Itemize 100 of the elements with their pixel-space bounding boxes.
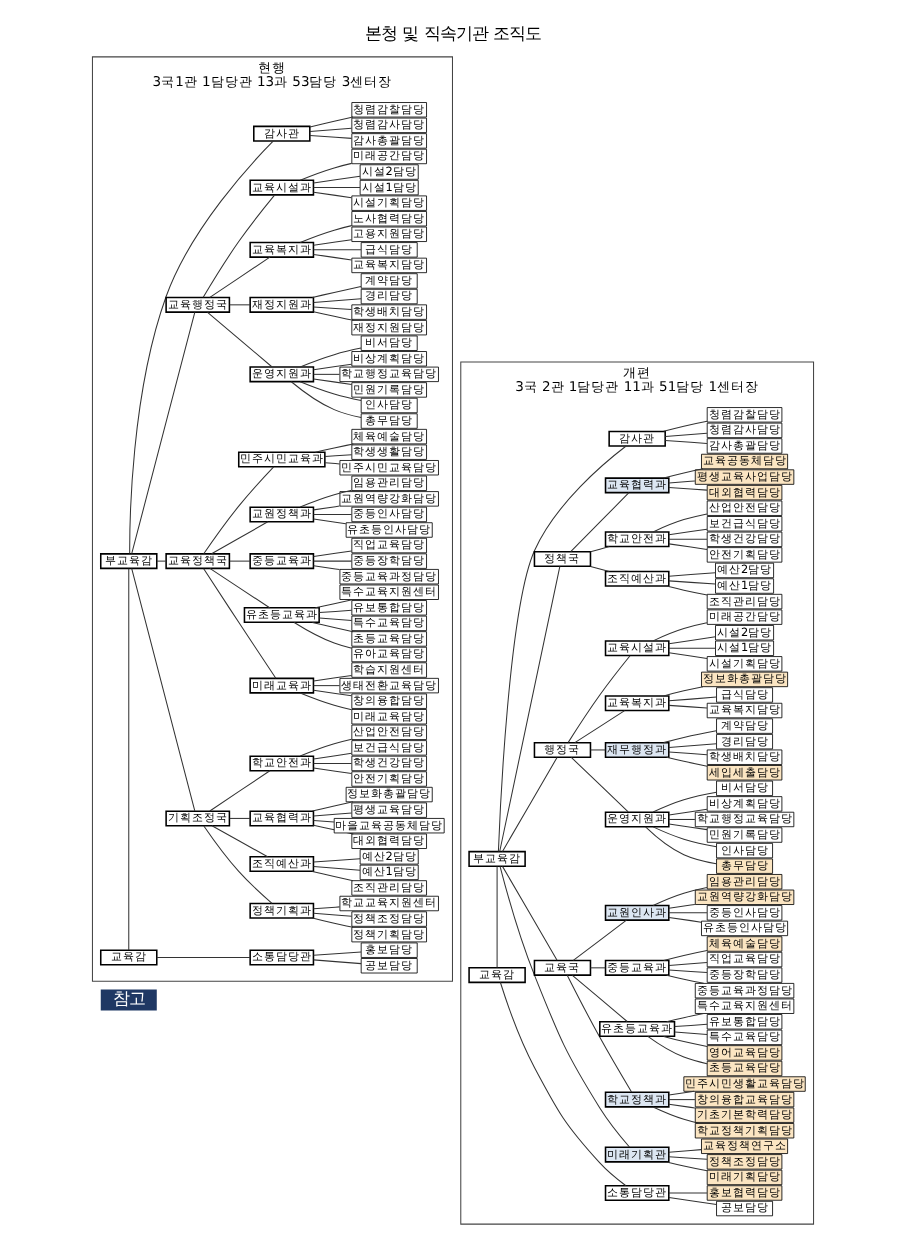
connector: [667, 704, 707, 709]
connector: [312, 373, 340, 375]
connector: [667, 1149, 701, 1153]
connector: [228, 560, 250, 562]
connector: [206, 311, 272, 368]
connector: [665, 756, 707, 767]
connector: [651, 791, 716, 813]
connector: [228, 817, 250, 819]
connector: [312, 378, 352, 386]
connector: [312, 674, 352, 682]
connector: [498, 982, 626, 1186]
connector: [312, 175, 360, 184]
connector: [130, 311, 195, 555]
connector: [665, 1161, 707, 1172]
connector: [667, 1197, 716, 1206]
connector: [667, 543, 707, 550]
connector: [312, 253, 352, 261]
connector: [665, 1013, 704, 1023]
connector: [665, 585, 707, 596]
connector: [308, 116, 353, 128]
connector: [312, 689, 352, 697]
connector: [667, 912, 707, 914]
connector: [298, 692, 352, 711]
connector: [312, 820, 334, 823]
connector: [667, 1099, 695, 1101]
connector: [570, 974, 627, 1022]
connector: [228, 304, 250, 306]
connector: [573, 710, 625, 744]
connector: [289, 381, 361, 418]
connector: [312, 298, 361, 303]
connector: [312, 812, 352, 817]
connector: [130, 568, 195, 812]
connector: [667, 1192, 707, 1194]
connector: [566, 655, 630, 743]
connector: [667, 572, 715, 577]
connector: [317, 617, 352, 621]
connector: [589, 749, 605, 751]
connector: [208, 770, 270, 812]
diagram-title: 본청 및 직속기관 조직도: [364, 23, 540, 44]
connector: [673, 1031, 707, 1035]
connector: [310, 917, 353, 928]
connector: [127, 568, 129, 951]
connector: [667, 818, 695, 820]
connector: [312, 906, 340, 910]
connector: [667, 486, 707, 491]
connector: [312, 518, 346, 525]
connector: [662, 468, 703, 479]
connector: [312, 550, 352, 558]
connector: [651, 886, 707, 906]
connector: [571, 919, 626, 961]
connector: [662, 949, 707, 962]
connector: [589, 546, 609, 553]
connector: [667, 1090, 694, 1096]
connector: [667, 696, 716, 702]
connector: [210, 825, 268, 858]
connector: [292, 622, 352, 649]
connector: [128, 140, 273, 554]
connector: [667, 903, 695, 909]
connector: [644, 826, 716, 865]
connector: [667, 743, 716, 749]
connector: [308, 135, 352, 139]
connector: [500, 865, 557, 961]
connector: [312, 513, 352, 515]
connector: [651, 513, 707, 533]
connector: [667, 1156, 707, 1160]
connector: [565, 974, 632, 1093]
connector: [210, 521, 268, 555]
connector: [673, 1023, 707, 1028]
connector: [646, 1035, 707, 1065]
connector: [312, 306, 352, 311]
connector: [589, 565, 609, 572]
connector: [312, 311, 353, 321]
connector: [667, 652, 707, 659]
connector: [312, 565, 340, 570]
connector: [651, 1106, 700, 1124]
connector: [665, 974, 704, 984]
connector: [667, 580, 715, 585]
connector: [500, 756, 557, 852]
connector: [317, 609, 352, 614]
connector: [310, 801, 353, 812]
connector: [155, 956, 250, 958]
connector: [662, 420, 707, 432]
label: 참고: [111, 987, 144, 1008]
connector: [496, 445, 626, 852]
connector: [312, 239, 352, 246]
connector: [313, 599, 353, 609]
connector: [310, 621, 353, 633]
connector: [663, 432, 707, 438]
connector: [202, 568, 276, 679]
connector: [662, 686, 703, 697]
connector: [312, 858, 360, 863]
connector: [312, 505, 340, 511]
connector: [323, 454, 352, 458]
connector: [667, 1103, 695, 1109]
connector: [663, 440, 707, 444]
connector: [312, 912, 352, 917]
connector: [312, 363, 352, 371]
connector: [313, 443, 353, 453]
connector: [208, 256, 270, 298]
connector: [589, 967, 605, 969]
